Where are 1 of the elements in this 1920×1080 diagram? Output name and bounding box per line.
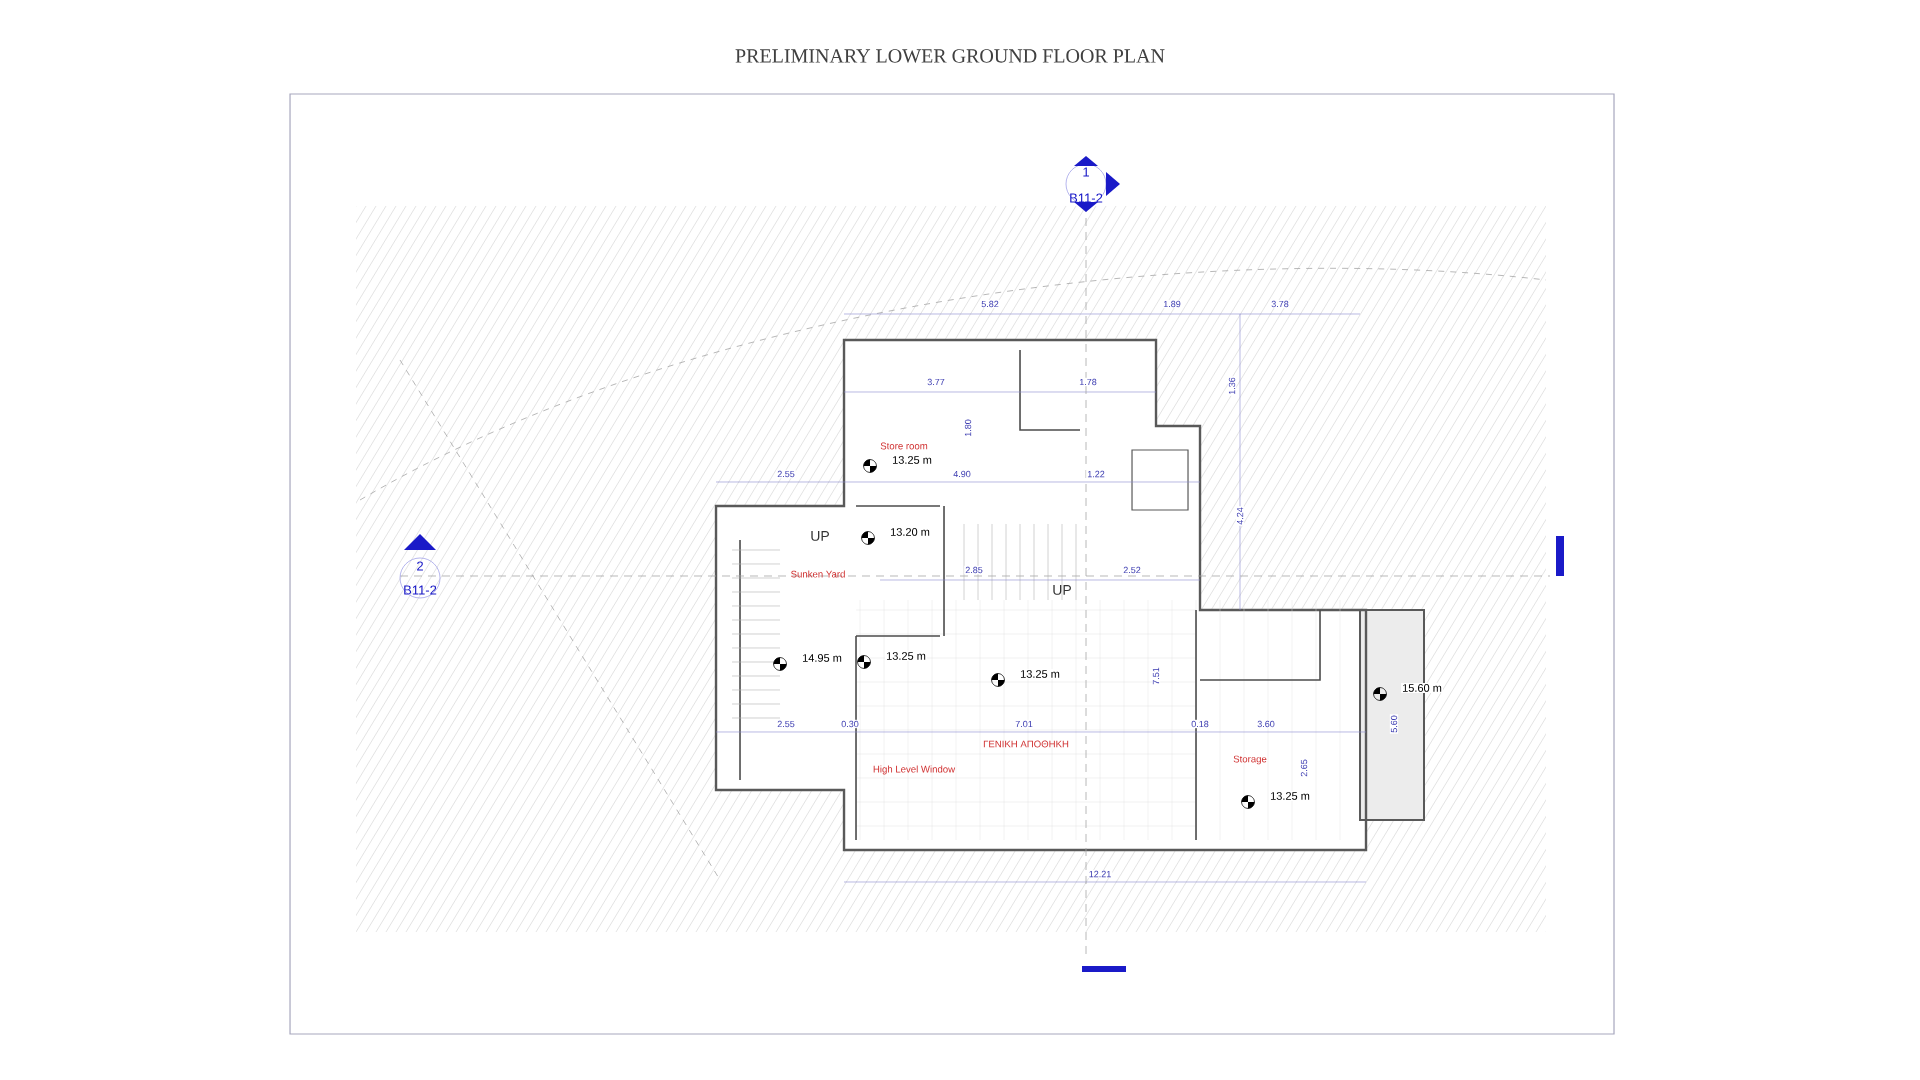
title: PRELIMINARY LOWER GROUND FLOOR PLAN [735,49,1165,63]
